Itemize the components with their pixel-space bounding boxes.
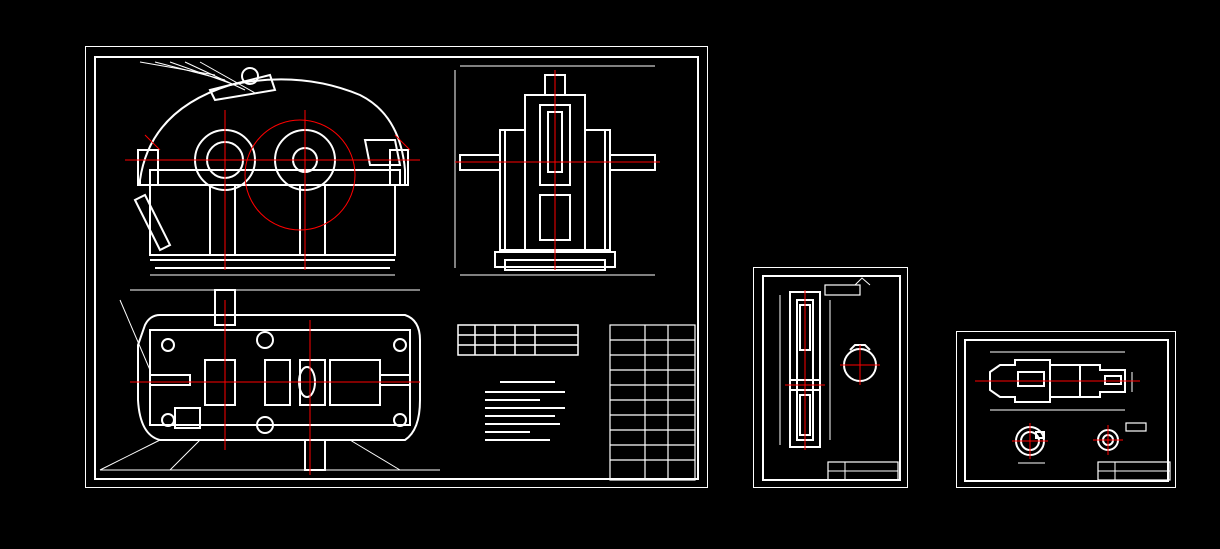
gear-centerlines [785, 290, 880, 450]
parts-list [609, 324, 696, 481]
assembly-sheet[interactable] [85, 46, 708, 488]
technical-requirements [485, 381, 565, 441]
assembly-centerlines [125, 70, 660, 475]
assembly-sheet-border [94, 56, 699, 480]
shaft-centerlines [975, 380, 1140, 459]
technical-data-table [457, 324, 579, 356]
shaft-sheet[interactable] [956, 331, 1176, 488]
shaft-sheet-border [964, 339, 1169, 482]
